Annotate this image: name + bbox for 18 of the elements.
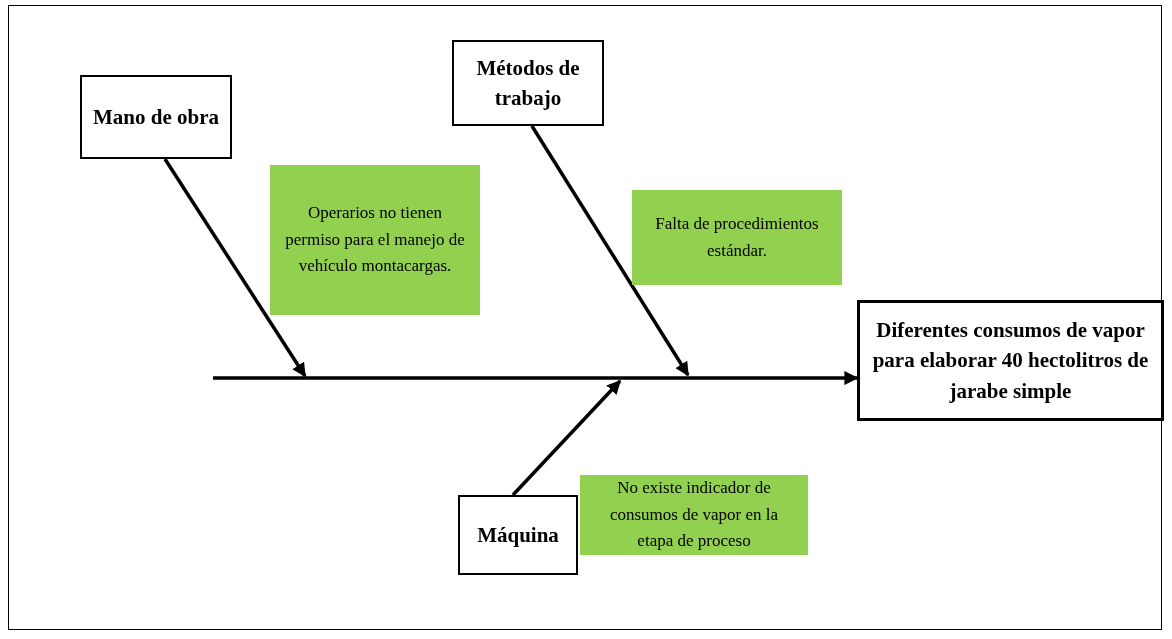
- label-text: No existe indicador de consumos de vapor en la etapa de proceso: [608, 477, 780, 553]
- arrow: [163, 158, 307, 378]
- cause-note: [632, 190, 842, 285]
- label-text: Mano de obra: [93, 103, 219, 131]
- label-text: Métodos de trabajo: [475, 54, 581, 112]
- category-box: [458, 495, 578, 575]
- arrow: [530, 125, 690, 377]
- label-text: Máquina: [477, 521, 559, 549]
- label-text: Falta de procedimientos estándar.: [654, 213, 820, 262]
- spine-arrow: [213, 371, 859, 386]
- category-box: [452, 40, 604, 126]
- cause-note: [270, 165, 480, 315]
- label-text: Operarios no tienen permiso para el manejo de vehículo montacargas.: [284, 202, 466, 278]
- cause-note: [580, 475, 808, 555]
- label-text: Diferentes consumos de vapor para elaborar 40 hectolitros de jarabe simple: [871, 316, 1150, 405]
- problem-box: [857, 300, 1164, 421]
- category-box: [80, 75, 232, 159]
- arrow: [511, 379, 622, 497]
